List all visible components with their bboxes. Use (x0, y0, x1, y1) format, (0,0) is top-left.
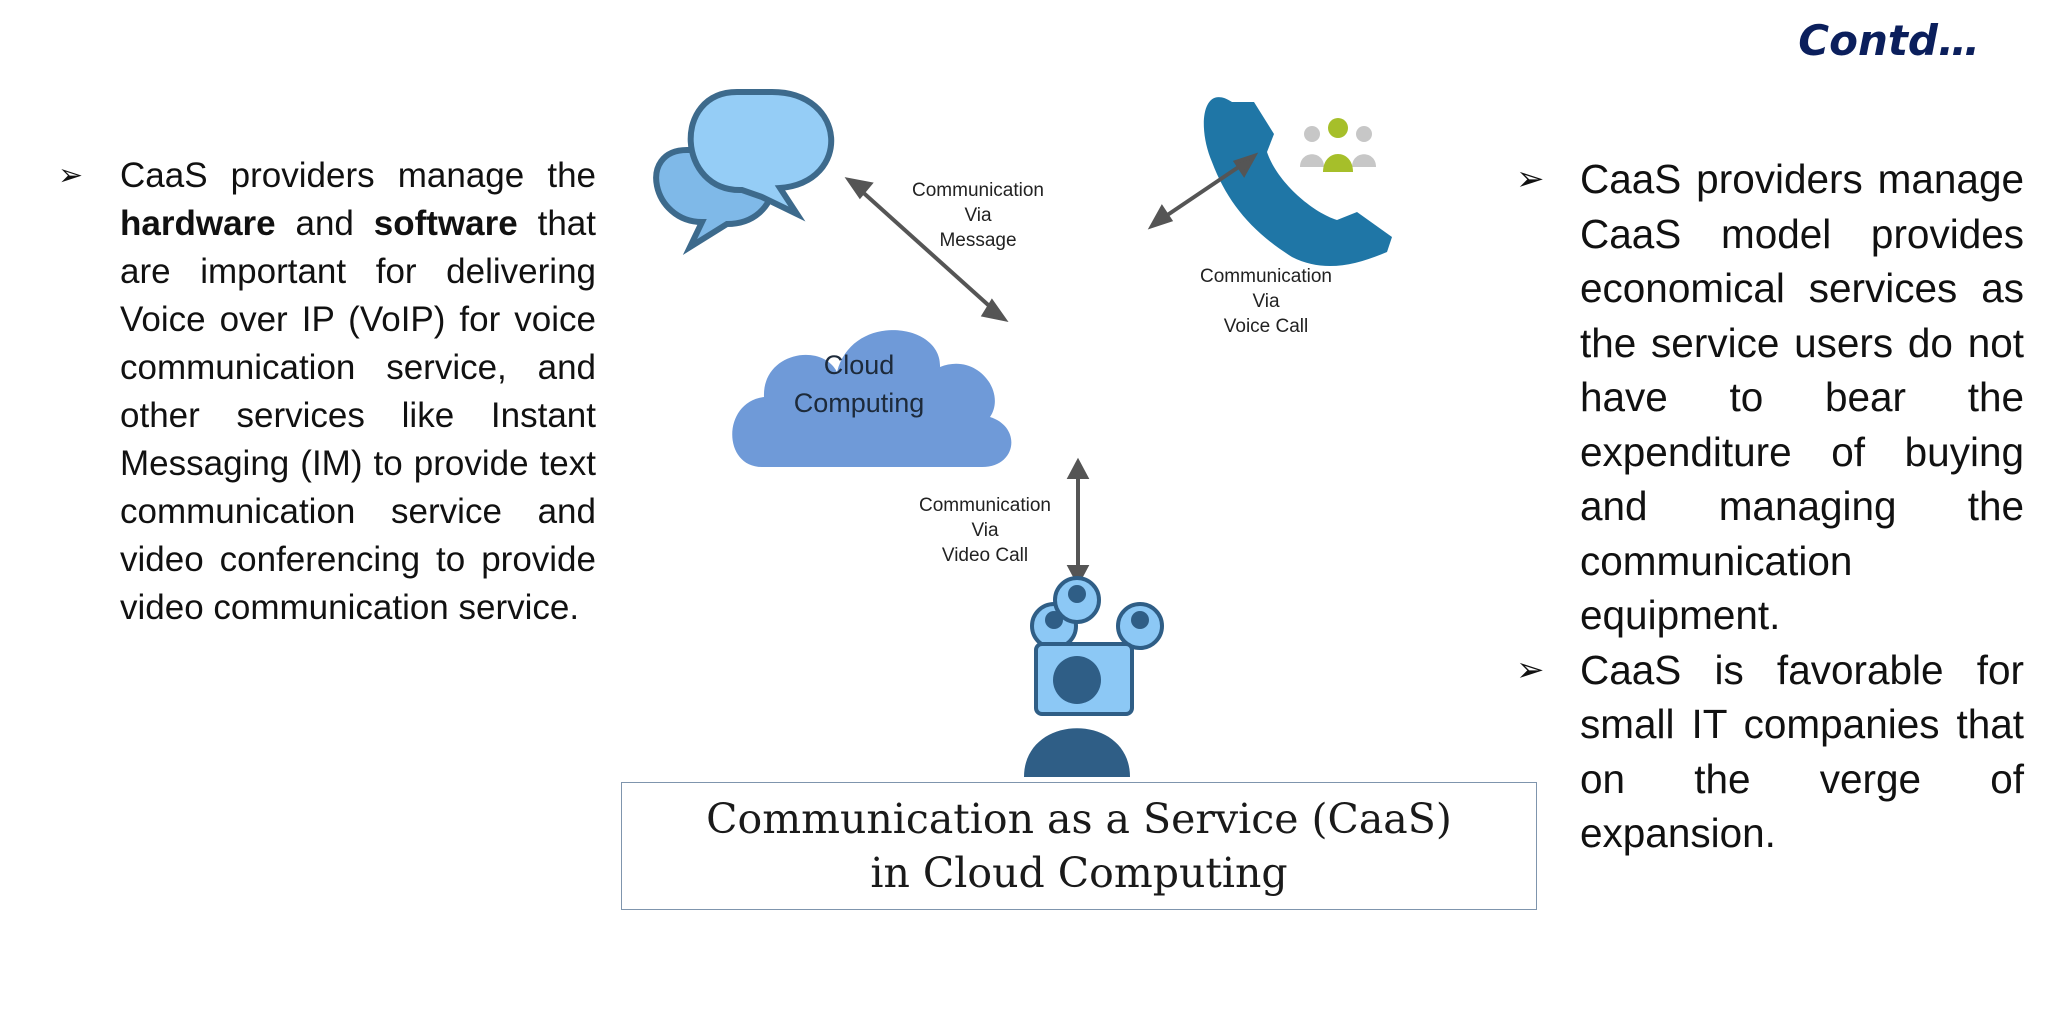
voice-label-line1: Communication (1200, 266, 1332, 287)
left-bullet-item: ➢ CaaS providers manage the hardware and… (58, 152, 596, 632)
voice-arrow (1158, 160, 1248, 222)
message-label-line2: Via (964, 205, 992, 226)
caption-line1: Communication as a Service (CaaS) (706, 795, 1452, 843)
message-label: Communication Via Message (912, 180, 1044, 251)
voice-arrowhead-bottom (1147, 204, 1174, 230)
left-bullet-text-2: and (275, 204, 374, 243)
voice-arrowhead-top (1232, 152, 1259, 178)
right-bullet-text: CaaS providers manage CaaS model provide… (1580, 156, 2024, 638)
arrow-bullet-icon: ➢ (1516, 160, 1545, 198)
cloud-label-line2: Computing (794, 388, 925, 418)
voice-label: Communication Via Voice Call (1200, 266, 1332, 337)
left-bullet-text-1: CaaS providers manage the (120, 156, 596, 195)
phone-icon (1203, 97, 1392, 267)
right-bullet-item: ➢ CaaS providers manage CaaS model provi… (1516, 152, 2024, 643)
message-arrowhead-top (844, 177, 874, 200)
arrow-bullet-icon: ➢ (1516, 650, 1545, 689)
left-bullet-list: ➢ CaaS providers manage the hardware and… (58, 152, 596, 632)
caas-diagram: Cloud Computing Communication Via Messag… (653, 89, 1392, 777)
voice-label-line3: Voice Call (1224, 316, 1309, 337)
video-arrowhead-top (1066, 457, 1090, 479)
right-bullet-text: CaaS is favorable for small IT companies… (1580, 646, 2024, 857)
right-bullet-item: ➢ CaaS is favorable for small IT compani… (1516, 643, 2024, 861)
video-label-line3: Video Call (942, 545, 1028, 566)
left-bullet-bold-software: software (373, 204, 518, 243)
message-arrowhead-bottom (980, 298, 1009, 322)
video-arrowhead-bottom (1066, 565, 1090, 587)
connector-arrows (844, 152, 1259, 587)
left-bullet-text-3: that are important for delivering Voice … (120, 204, 596, 627)
message-arrow (855, 185, 998, 314)
diagram-caption: Communication as a Service (CaaS) in Clo… (621, 782, 1537, 910)
cloud-label-line1: Cloud (824, 350, 895, 380)
voice-label-line2: Via (1252, 291, 1280, 312)
cloud-icon: Cloud Computing (732, 330, 1012, 467)
video-conference-icon (1024, 576, 1164, 777)
arrow-bullet-icon: ➢ (58, 159, 84, 192)
message-label-line3: Message (939, 230, 1016, 251)
caption-line2: in Cloud Computing (870, 849, 1288, 897)
message-label-line1: Communication (912, 180, 1044, 201)
group-icon (1300, 118, 1376, 172)
right-bullet-list: ➢ CaaS providers manage CaaS model provi… (1516, 152, 2024, 861)
video-label-line1: Communication (919, 495, 1051, 516)
slide-title: Contd… (1798, 16, 1980, 65)
chat-bubbles-icon (653, 89, 835, 255)
video-label: Communication Via Video Call (919, 495, 1051, 566)
left-bullet-bold-hardware: hardware (120, 204, 276, 243)
video-label-line2: Via (971, 520, 999, 541)
